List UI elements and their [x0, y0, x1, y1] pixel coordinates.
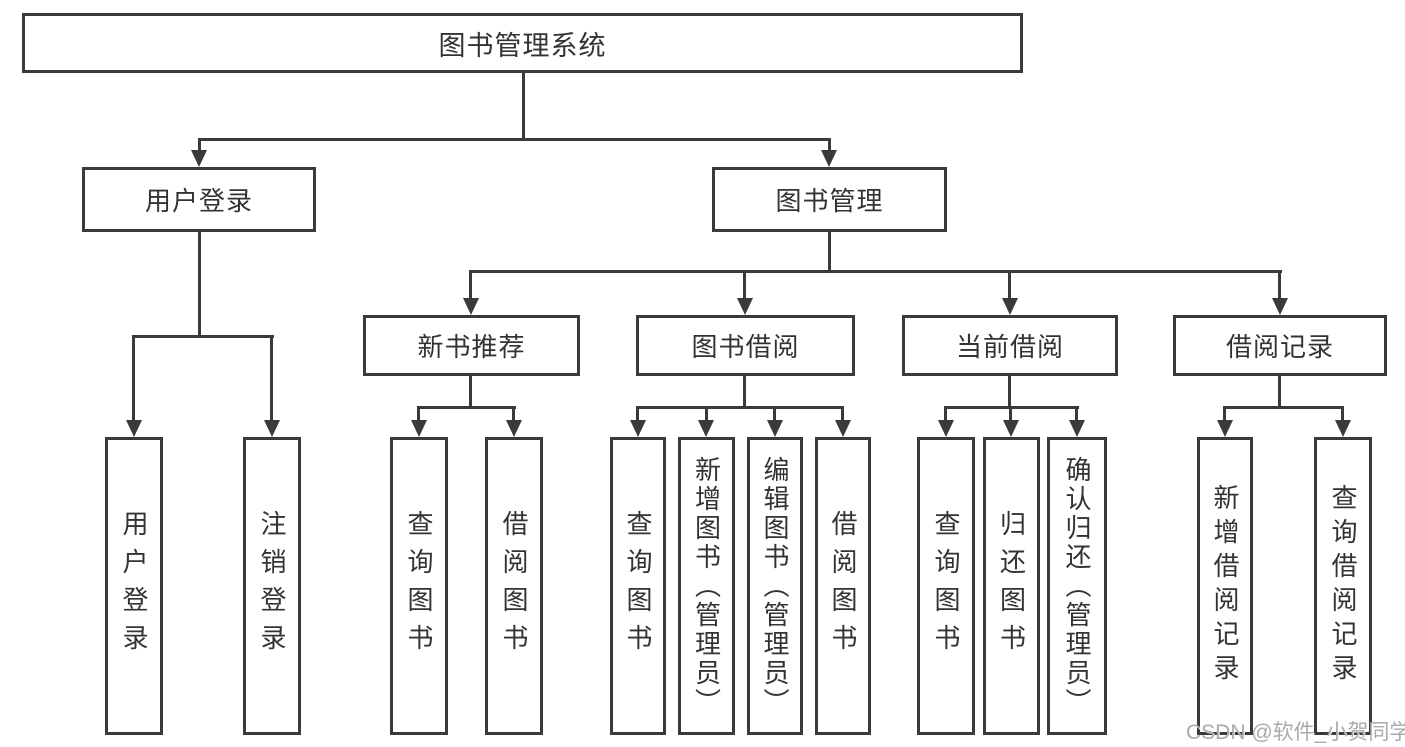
connector-line	[417, 406, 516, 409]
leaf-cb-confirm-return-admin: 确认归还（管理员）	[1047, 437, 1107, 735]
connector-arrow-down	[698, 420, 714, 437]
connector-line	[198, 138, 201, 152]
connector-arrow-down	[938, 420, 954, 437]
leaf-label: 查询图书	[404, 510, 434, 662]
leaf-label: 归还图书	[996, 510, 1027, 662]
connector-line	[198, 232, 201, 338]
connector-arrow-down	[821, 150, 837, 167]
connector-arrow-down	[126, 420, 142, 437]
node-book-management: 图书管理	[712, 167, 947, 232]
connector-arrow-down	[835, 420, 851, 437]
node-borrow-record-label: 借阅记录	[1225, 332, 1334, 362]
connector-line	[636, 406, 639, 422]
leaf-label: 查询图书	[931, 510, 961, 662]
connector-line	[636, 406, 843, 409]
connector-arrow-down	[1272, 298, 1288, 315]
connector-arrow-down	[1217, 420, 1233, 437]
node-user-login-label: 用户登录	[144, 186, 253, 216]
connector-line	[1009, 406, 1012, 422]
connector-arrow-down	[1335, 420, 1351, 437]
connector-line	[132, 335, 274, 338]
leaf-bb-borrow-book: 借阅图书	[815, 437, 871, 735]
node-book-borrow-label: 图书借阅	[691, 332, 800, 362]
node-current-borrow-label: 当前借阅	[955, 332, 1064, 362]
connector-line	[1341, 406, 1344, 422]
node-user-login: 用户登录	[82, 167, 316, 232]
connector-arrow-down	[506, 420, 522, 437]
leaf-label: 查询借阅记录	[1328, 484, 1358, 688]
leaf-label: 确认归还（管理员）	[1062, 455, 1092, 717]
connector-arrow-down	[1003, 420, 1019, 437]
leaf-label: 新增图书（管理员）	[691, 455, 722, 717]
connector-line	[469, 270, 1282, 273]
leaf-bb-query-book: 查询图书	[610, 437, 666, 735]
node-new-book-recommend-label: 新书推荐	[417, 332, 526, 362]
connector-line	[1008, 376, 1011, 408]
connector-arrow-down	[1069, 420, 1085, 437]
leaf-label: 编辑图书（管理员）	[760, 455, 790, 717]
csdn-watermark: CSDN @软件_小贺同学	[1186, 721, 1405, 744]
node-book-borrow: 图书借阅	[636, 315, 855, 376]
node-borrow-record: 借阅记录	[1173, 315, 1387, 376]
connector-line	[1223, 406, 1226, 422]
connector-line	[469, 376, 472, 408]
leaf-label: 用户登录	[119, 510, 149, 662]
connector-arrow-down	[630, 420, 646, 437]
connector-arrow-down	[767, 420, 783, 437]
leaf-label: 借阅图书	[828, 510, 858, 662]
connector-line	[841, 406, 844, 422]
connector-line	[1223, 406, 1344, 409]
connector-line	[512, 406, 515, 422]
connector-arrow-down	[1002, 298, 1018, 315]
connector-line	[743, 376, 746, 408]
connector-line	[1008, 270, 1011, 300]
connector-arrow-down	[191, 150, 207, 167]
leaf-logout: 注销登录	[243, 437, 301, 735]
connector-line	[1278, 270, 1281, 300]
node-root: 图书管理系统	[22, 13, 1023, 73]
leaf-nb-borrow-book: 借阅图书	[485, 437, 543, 735]
leaf-user-login: 用户登录	[105, 437, 163, 735]
connector-line	[743, 270, 746, 300]
node-book-management-label: 图书管理	[775, 186, 884, 216]
leaf-label: 新增借阅记录	[1210, 484, 1240, 688]
connector-line	[417, 406, 420, 422]
connector-arrow-down	[463, 298, 479, 315]
connector-line	[522, 73, 525, 140]
connector-line	[828, 138, 831, 152]
leaf-label: 注销登录	[257, 510, 287, 662]
leaf-br-query-record: 查询借阅记录	[1314, 437, 1372, 735]
leaf-label: 查询图书	[623, 510, 653, 662]
connector-line	[270, 335, 273, 422]
leaf-bb-edit-book-admin: 编辑图书（管理员）	[747, 437, 803, 735]
connector-line	[828, 232, 831, 273]
leaf-bb-add-book-admin: 新增图书（管理员）	[678, 437, 735, 735]
connector-line	[198, 138, 831, 141]
leaf-label: 借阅图书	[499, 510, 529, 662]
connector-arrow-down	[737, 298, 753, 315]
connector-line	[1278, 376, 1281, 408]
connector-line	[469, 270, 472, 300]
connector-arrow-down	[411, 420, 427, 437]
connector-arrow-down	[264, 420, 280, 437]
connector-line	[944, 406, 947, 422]
leaf-cb-return-book: 归还图书	[983, 437, 1040, 735]
connector-line	[1075, 406, 1078, 422]
connector-line	[705, 406, 708, 422]
connector-line	[132, 335, 135, 422]
leaf-nb-query-book: 查询图书	[390, 437, 448, 735]
node-root-label: 图书管理系统	[438, 30, 607, 61]
node-current-borrow: 当前借阅	[902, 315, 1118, 376]
connector-line	[773, 406, 776, 422]
leaf-cb-query-book: 查询图书	[917, 437, 975, 735]
leaf-br-add-record: 新增借阅记录	[1197, 437, 1253, 735]
node-new-book-recommend: 新书推荐	[363, 315, 580, 376]
